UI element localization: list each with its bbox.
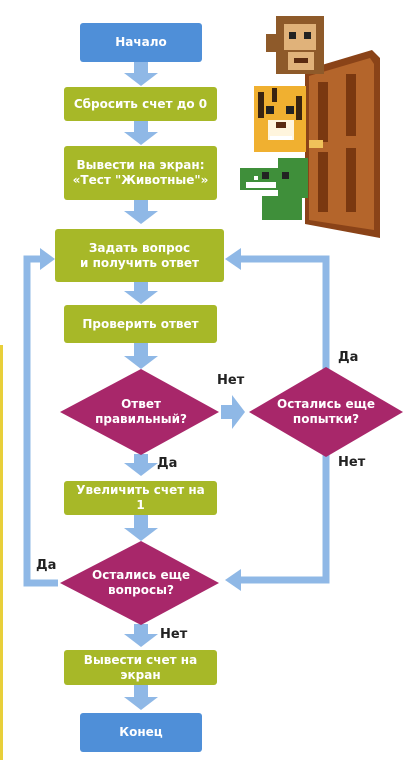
ask-question-label-2: и получить ответ xyxy=(80,255,199,270)
increment-score-node: Увеличить счет на 1 xyxy=(64,481,217,515)
decision-attempts: Остались еще попытки? xyxy=(266,392,386,432)
start-node: Начало xyxy=(80,23,202,62)
label-correct-no: Нет xyxy=(217,373,245,388)
arrow-start-reset xyxy=(124,62,158,86)
page-edge-stripe xyxy=(0,345,3,760)
loop-questions-yes xyxy=(23,255,58,587)
label-attempts-no: Нет xyxy=(338,455,366,470)
reset-score-node: Сбросить счет до 0 xyxy=(64,87,217,121)
start-label: Начало xyxy=(115,35,167,49)
tiger-icon xyxy=(254,86,306,152)
decision-correct-label-1: Ответ xyxy=(121,397,161,411)
show-title-label-1: Вывести на экран: xyxy=(76,158,205,172)
decision-questions-label-2: вопросы? xyxy=(108,583,174,597)
decision-correct-shape xyxy=(60,369,219,455)
decision-attempts-shape xyxy=(249,367,403,457)
crocodile-icon xyxy=(240,158,308,220)
arrow-show-ask xyxy=(124,200,158,224)
output-score-label: Вывести счет на экран xyxy=(83,652,198,682)
decision-correct: Ответ правильный? xyxy=(80,392,202,432)
monkey-icon xyxy=(266,16,324,74)
end-node: Конец xyxy=(80,713,202,752)
output-score-node: Вывести счет на экран xyxy=(64,650,217,685)
increment-score-label: Увеличить счет на 1 xyxy=(76,483,205,512)
arrowhead-attempts-yes xyxy=(225,248,241,270)
ask-question-node: Задать вопрос и получить ответ xyxy=(55,229,224,282)
arrow-correct-increment xyxy=(124,454,158,476)
arrowhead-questions-yes xyxy=(40,248,55,270)
arrow-ask-check xyxy=(124,282,158,304)
loop-attempts-no xyxy=(240,445,330,584)
door-icon xyxy=(305,50,380,238)
arrow-correct-attempts xyxy=(221,395,245,429)
label-questions-yes: Да xyxy=(36,558,57,573)
arrow-check-correct xyxy=(124,343,158,369)
decision-attempts-label-1: Остались еще xyxy=(277,397,375,411)
arrow-output-end xyxy=(124,685,158,710)
check-answer-node: Проверить ответ xyxy=(64,305,217,343)
arrow-questions-output xyxy=(124,624,158,647)
label-correct-yes: Да xyxy=(157,456,178,471)
decision-questions-label-1: Остались еще xyxy=(92,568,190,582)
check-answer-label: Проверить ответ xyxy=(82,316,199,331)
arrow-reset-show xyxy=(124,121,158,145)
reset-score-label: Сбросить счет до 0 xyxy=(73,96,208,111)
decision-questions: Остались еще вопросы? xyxy=(80,563,202,603)
decision-correct-label-2: правильный? xyxy=(95,412,187,426)
loop-attempts-yes xyxy=(240,255,330,380)
show-title-node: Вывести на экран: «Тест "Животные"» xyxy=(64,146,217,200)
label-questions-no: Нет xyxy=(160,627,188,642)
decision-questions-shape xyxy=(60,541,219,625)
end-label: Конец xyxy=(119,725,163,739)
decision-attempts-label-2: попытки? xyxy=(292,412,360,426)
label-attempts-yes: Да xyxy=(338,350,359,365)
arrow-increment-questions xyxy=(124,515,158,541)
show-title-label-2: «Тест "Животные"» xyxy=(72,173,209,187)
ask-question-label-1: Задать вопрос xyxy=(88,240,191,255)
arrowhead-attempts-no xyxy=(225,569,241,591)
